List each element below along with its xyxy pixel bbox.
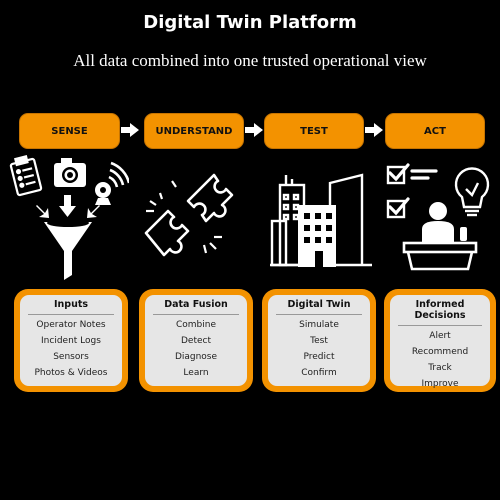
camera-icon [54, 158, 86, 187]
list-item: Test [310, 336, 328, 346]
list-item: Incident Logs [41, 336, 101, 346]
page-title: Digital Twin Platform [143, 12, 357, 33]
stage-label: TEST [300, 125, 328, 137]
arrow-right-icon [365, 123, 383, 137]
person-at-desk-icon [422, 202, 467, 243]
divider [153, 314, 239, 315]
list-item: Diagnose [174, 352, 218, 362]
list-item: Sensors [53, 352, 89, 362]
stage-act: ACT [385, 113, 485, 149]
card-title: Data Fusion [164, 299, 228, 310]
page-subtitle: All data combined into one trusted opera… [73, 51, 427, 70]
card-data-fusion: Data Fusion Combine Detect Diagnose Lear… [139, 289, 253, 392]
divider [28, 314, 114, 315]
card-title: Informed Decisions [414, 299, 466, 321]
stage-sense: SENSE [19, 113, 120, 149]
list-item: Simulate [299, 320, 339, 330]
buildings-icon [270, 173, 372, 267]
stage-label: SENSE [51, 125, 88, 137]
card-title: Digital Twin [287, 299, 351, 310]
card-digital-twin: Digital Twin Simulate Test Predict Confi… [262, 289, 376, 392]
card-informed-decisions: Informed Decisions Alert Recommend Track… [384, 289, 496, 392]
card-title: Inputs [53, 299, 89, 310]
stage-test: TEST [264, 113, 364, 149]
divider [276, 314, 362, 315]
decision-icon [386, 163, 490, 271]
arrow-right-icon [121, 123, 139, 137]
list-item: Combine [175, 320, 216, 330]
funnel-icon [44, 219, 92, 280]
stage-understand: UNDERSTAND [144, 113, 244, 149]
list-item: Learn [183, 368, 209, 378]
sense-icons [9, 155, 129, 280]
arrow-down-icon [36, 195, 100, 218]
list-item: Alert [429, 331, 451, 341]
list-item: Improve [421, 379, 459, 389]
stage-label: ACT [424, 125, 446, 137]
list-item: Confirm [301, 368, 337, 378]
list-item: Recommend [411, 347, 469, 357]
divider [398, 325, 482, 326]
clipboard-icon [9, 155, 43, 197]
card-inputs: Inputs Operator Notes Incident Logs Sens… [14, 289, 128, 392]
sensor-icon [95, 161, 129, 205]
stage-label: UNDERSTAND [155, 125, 233, 137]
list-item: Predict [303, 352, 335, 362]
list-item: Detect [180, 336, 211, 346]
arrow-right-icon [245, 123, 263, 137]
list-item: Operator Notes [36, 320, 106, 330]
list-item: Track [428, 363, 452, 373]
list-item: Photos & Videos [34, 368, 108, 378]
puzzle-icon [144, 173, 234, 257]
lightbulb-icon [454, 167, 490, 217]
